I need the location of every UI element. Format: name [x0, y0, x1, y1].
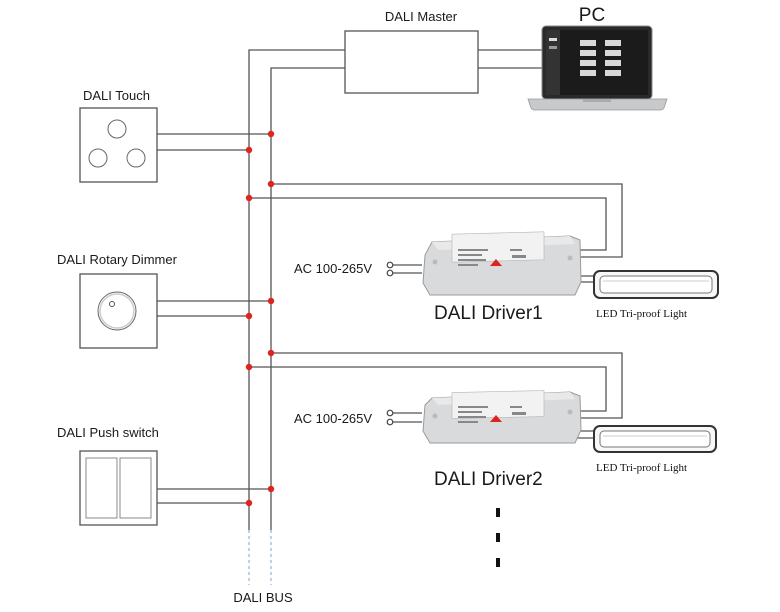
dali-touch-label: DALI Touch	[83, 88, 150, 103]
bus-line-a	[248, 49, 345, 530]
driver-1-label: DALI Driver1	[434, 303, 543, 324]
rotary-dimmer-icon	[79, 273, 158, 349]
dali-master-label: DALI Master	[385, 9, 458, 24]
device-wires	[157, 133, 271, 504]
dali-push-switch-label: DALI Push switch	[57, 425, 159, 440]
driver-2-label: DALI Driver2	[434, 469, 543, 490]
bus-extension-dashed	[248, 530, 272, 585]
led-driver-icon	[422, 231, 582, 296]
led-tube-icon	[593, 425, 717, 453]
led-driver-icon	[422, 390, 582, 444]
continuation-ellipsis	[496, 508, 500, 567]
laptop-icon: PC	[527, 5, 668, 111]
ac-input-label-1: AC 100-265V	[294, 261, 372, 276]
dali-master-box	[344, 30, 479, 94]
led-light-1-label: LED Tri-proof Light	[596, 308, 687, 320]
led-light-2-label: LED Tri-proof Light	[596, 462, 687, 474]
dali-rotary-dimmer-label: DALI Rotary Dimmer	[57, 252, 178, 267]
touch-panel-icon	[79, 107, 158, 183]
ac-terminals	[386, 261, 394, 426]
pc-label: PC	[579, 5, 605, 26]
bus-line-b	[270, 67, 345, 530]
ac-input-label-2: AC 100-265V	[294, 411, 372, 426]
dali-bus-label: DALI BUS	[233, 590, 293, 605]
junction-dots	[245, 130, 275, 507]
push-switch-icon	[79, 450, 158, 526]
led-tube-icon	[593, 270, 719, 299]
